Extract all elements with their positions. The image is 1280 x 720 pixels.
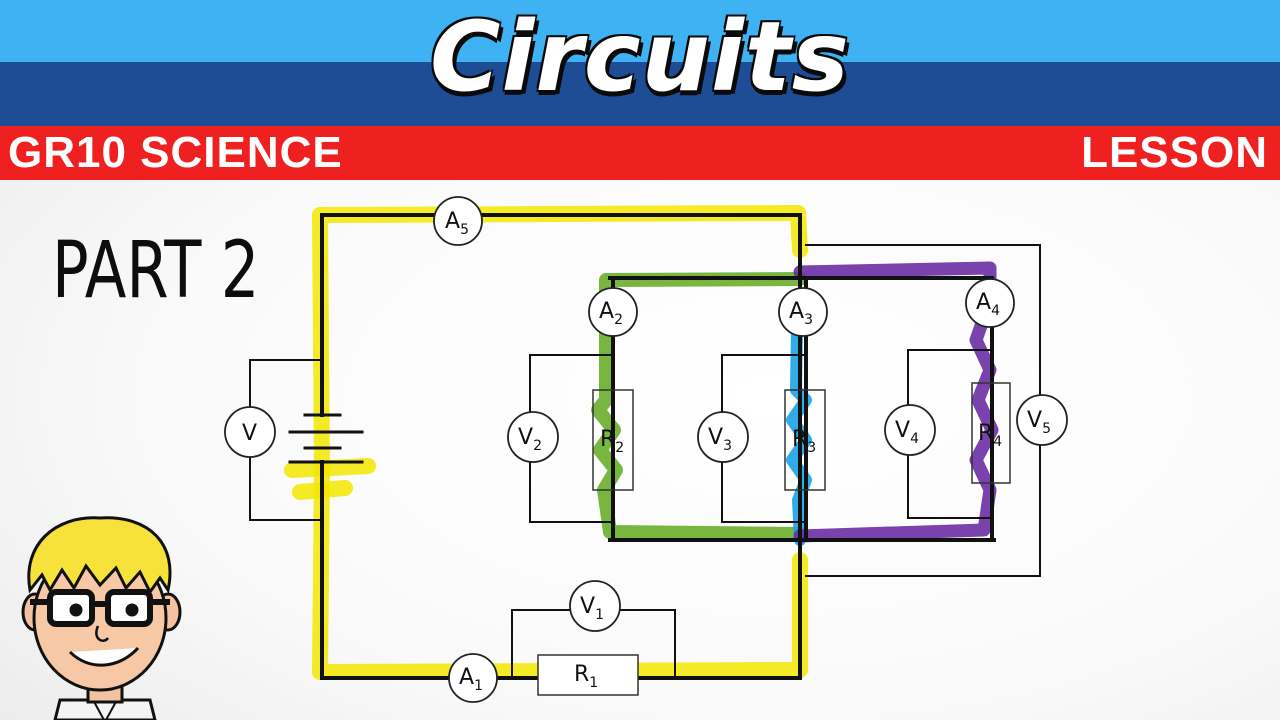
- ammeter-a2-circle: [588, 287, 638, 337]
- lesson-label: LESSON: [1081, 128, 1268, 177]
- highlight-purple-path: [793, 261, 999, 543]
- label-r4: R4: [978, 421, 1002, 450]
- label-a1: A1: [459, 665, 483, 694]
- header-band-middle: [0, 62, 1280, 126]
- voltmeter-v2-circle: [507, 411, 559, 463]
- header-band-red: [0, 126, 1280, 180]
- resistor-r2-box: [592, 389, 634, 491]
- ammeter-a3-circle: [778, 287, 828, 337]
- page-title: Circuits: [430, 1, 850, 113]
- highlight-yellow-battery: [284, 458, 376, 500]
- label-a5: A5: [445, 209, 469, 238]
- voltmeter-v5-circle: [1016, 394, 1068, 446]
- label-v4: V4: [895, 418, 919, 447]
- resistor-r4-box: [971, 382, 1011, 484]
- battery-cells: [288, 413, 364, 464]
- wire-outer-loop: [320, 213, 802, 680]
- part-label: PART 2: [52, 226, 260, 316]
- subject-label: GR10 SCIENCE: [8, 128, 343, 177]
- label-v5: V5: [1027, 408, 1051, 437]
- label-a2: A2: [599, 299, 623, 328]
- label-v1: V1: [580, 594, 604, 623]
- voltmeter-v1-circle: [569, 580, 621, 632]
- label-r3: R3: [792, 427, 816, 456]
- ammeter-a1-circle: [448, 653, 498, 703]
- label-v3: V3: [708, 425, 732, 454]
- header-band-top: [0, 0, 1280, 62]
- voltmeter-v3-circle: [697, 411, 749, 463]
- label-v: V: [242, 421, 257, 446]
- ammeter-a4-circle: [965, 278, 1015, 328]
- label-a3: A3: [789, 299, 813, 328]
- label-r1: R1: [574, 662, 598, 691]
- label-a4: A4: [976, 290, 1000, 319]
- label-v2: V2: [518, 425, 542, 454]
- voltmeter-v-circle: [224, 406, 276, 458]
- resistor-r3-box: [784, 389, 826, 491]
- voltmeter-v4-circle: [884, 404, 936, 456]
- cartoon-boy-glasses-icon: [21, 516, 182, 720]
- label-r2: R2: [600, 427, 624, 456]
- resistor-r1-box: [537, 654, 639, 696]
- ammeter-a5-circle: [433, 196, 483, 246]
